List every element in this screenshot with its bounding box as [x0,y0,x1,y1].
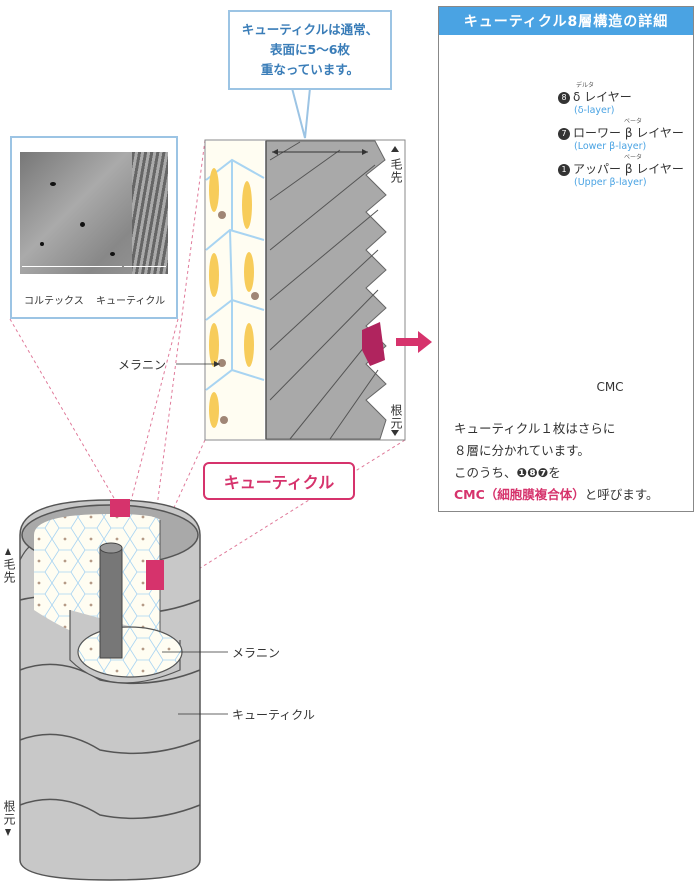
connector-line [9,318,119,506]
pointer-arrow [396,331,432,353]
legend-sub: (Lower β-layer) [574,141,647,152]
legend-ruby: ベータ [624,118,643,125]
cuticle-callout: キューティクルは通常、 表面に5〜6枚 重なっています。 [228,10,392,90]
label-melanin-cylinder: メラニン [232,646,281,660]
label-cuticle-cylinder: キューティクル [232,708,315,722]
desc-line: このうち、 [454,465,517,480]
layer-number: 1 [558,163,570,176]
micrograph-panel: コルテックス キューティクル [10,136,178,319]
connector-line [129,318,179,506]
callout-pointer [290,87,312,139]
cuticle-label-box: キューティクル [203,462,355,500]
panel-title: キューティクル8層構造の詳細 [439,7,693,35]
label-cuticle-micro: キューティクル [96,296,166,307]
cmc-label: CMC [596,380,624,394]
legend-sub: (Upper β-layer) [574,177,647,188]
panel-description: キューティクル１枚はさらに ８層に分かれています。 このうち、❶❽❼を CMC（… [454,418,690,506]
label-root-middle: 根元 [389,404,403,430]
label-cortex: コルテックス [24,296,84,307]
connector-line [149,139,206,561]
desc-line: と呼びます。 [584,487,659,502]
micrograph-image [20,152,168,274]
legend-label: δ レイヤー [573,90,632,104]
desc-line: を [548,465,561,480]
label-tip-middle: 毛先 [389,158,403,184]
desc-nums: ❶❽❼ [516,465,549,480]
desc-line: キューティクル１枚はさらに [454,421,616,436]
desc-line: ８層に分かれています。 [454,443,590,458]
layer-number: 7 [558,127,570,140]
layer-structure-panel: キューティクル8層構造の詳細 [438,6,694,512]
cuticle-section [204,139,406,441]
label-tip-cylinder: 毛先 [2,558,16,584]
cuticle-label: キューティクル [223,473,335,492]
legend-ruby: ベータ [624,154,643,161]
connector-line [164,439,406,591]
cmc-term: CMC（細胞膜複合体） [454,487,585,502]
layer-number: 8 [558,91,570,104]
label-melanin-middle: メラニン [118,358,167,372]
legend-sub: (δ-layer) [574,105,615,116]
label-root-cylinder: 根元 [2,800,16,826]
legend-label: アッパー β レイヤー [573,162,684,176]
legend-ruby: デルタ [576,82,595,89]
hair-cylinder [5,499,228,881]
callout-text: キューティクルは通常、 表面に5〜6枚 重なっています。 [241,22,379,77]
legend-label: ローワー β レイヤー [573,126,684,140]
